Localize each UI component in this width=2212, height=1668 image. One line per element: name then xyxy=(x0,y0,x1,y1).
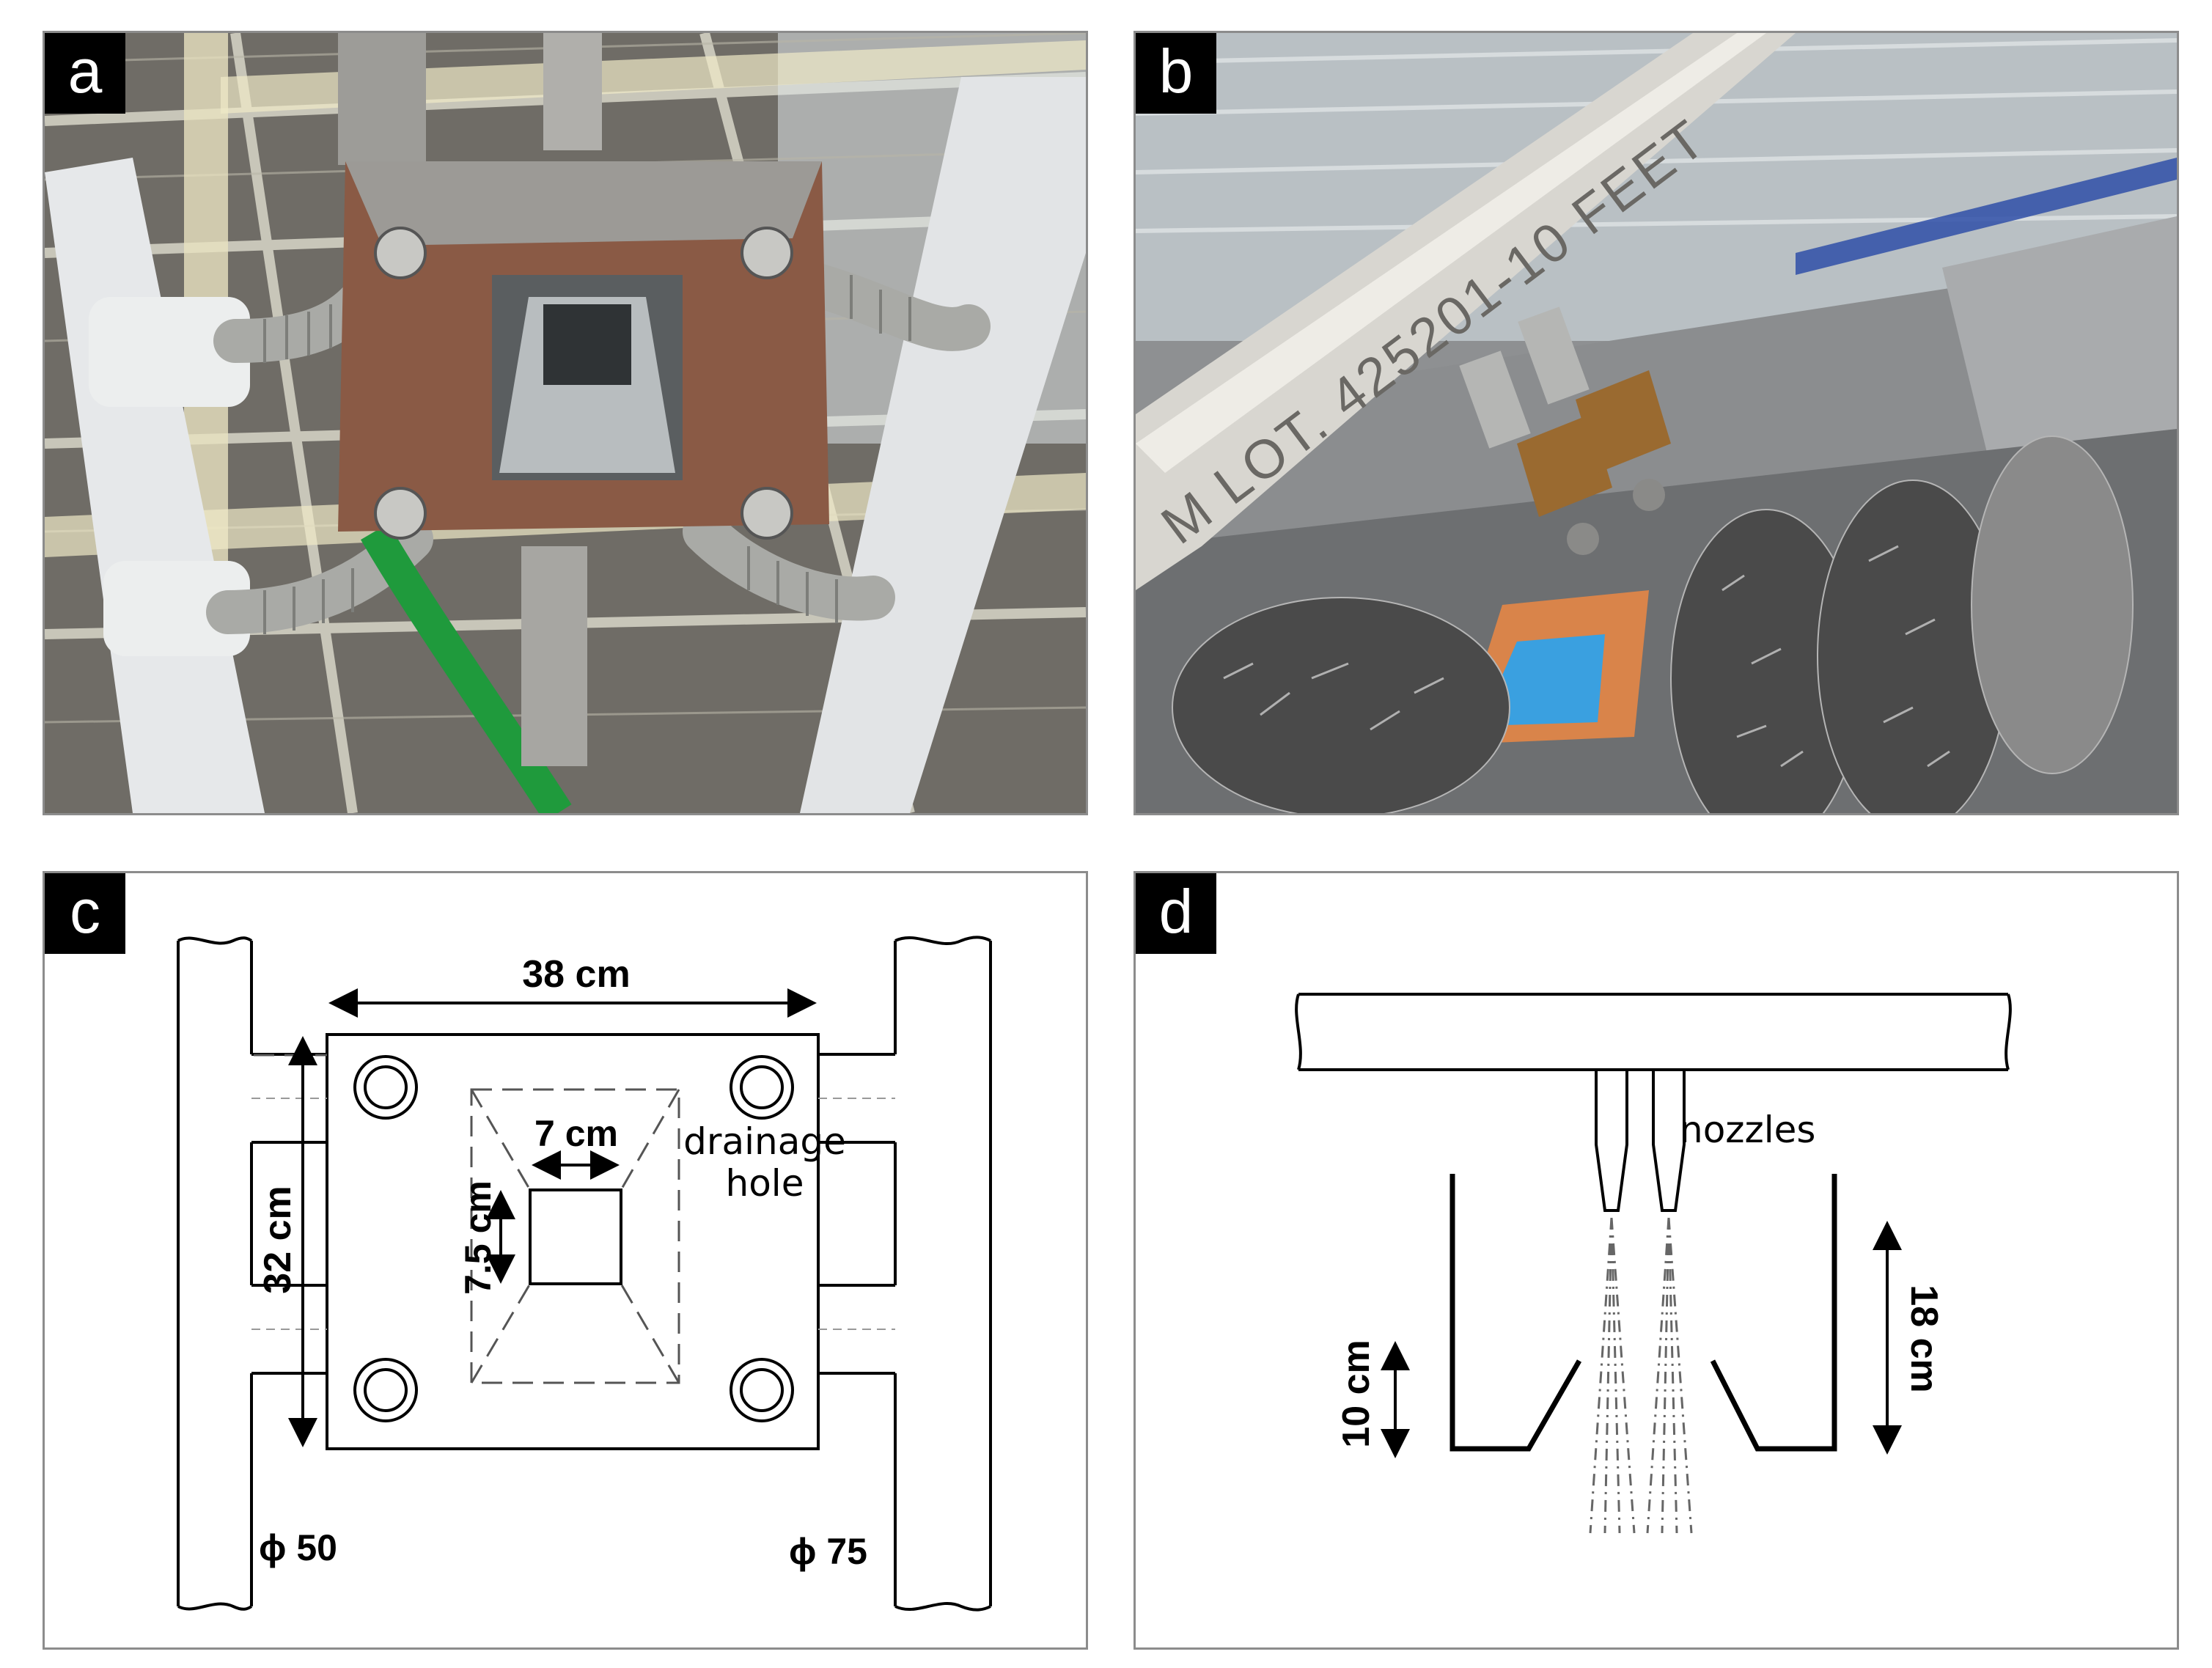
panel-label-b: b xyxy=(1136,33,1216,114)
top-view-schematic: 38 cm 32 cm 7 cm 7.5 cm drainage hole ϕ … xyxy=(177,936,992,1612)
nozzles-label: nozzles xyxy=(1680,1109,1815,1151)
drainage-label-line2: hole xyxy=(726,1162,804,1205)
pipe-right-diameter-label: ϕ 75 xyxy=(789,1531,867,1572)
photo-panel-b: M LOT. 425201-10 FEET b xyxy=(1133,31,2179,815)
dim-height-label: 32 cm xyxy=(257,1186,299,1293)
dim-hole-height-label: 7.5 cm xyxy=(458,1180,499,1295)
dim-tray-height-label: 18 cm xyxy=(1903,1285,1945,1392)
pipe-left-diameter-label: ϕ 50 xyxy=(259,1527,337,1568)
side-view-schematic: nozzles 18 cm 10 cm xyxy=(1295,993,2012,1534)
dim-hole-width-label: 7 cm xyxy=(534,1113,618,1154)
filter-box-photo xyxy=(45,33,1086,813)
panel-label-c: c xyxy=(45,873,125,954)
nozzle-tray-photo: M LOT. 425201-10 FEET xyxy=(1136,33,2177,813)
panel-label-a: a xyxy=(45,33,125,114)
dim-width-label: 38 cm xyxy=(522,953,630,996)
photo-panel-a: a xyxy=(43,31,1088,815)
tray-left-wall xyxy=(1449,1174,1582,1452)
tray-right-wall xyxy=(1710,1174,1837,1452)
filter-box-outline xyxy=(326,1033,820,1450)
schematic-panel-d: nozzles 18 cm 10 cm d xyxy=(1133,871,2179,1650)
drainage-label-line1: drainage xyxy=(683,1120,846,1163)
dim-slope-height-label: 10 cm xyxy=(1335,1340,1378,1447)
schematic-panel-c: 38 cm 32 cm 7 cm 7.5 cm drainage hole ϕ … xyxy=(43,871,1088,1650)
panel-label-d: d xyxy=(1136,873,1216,954)
